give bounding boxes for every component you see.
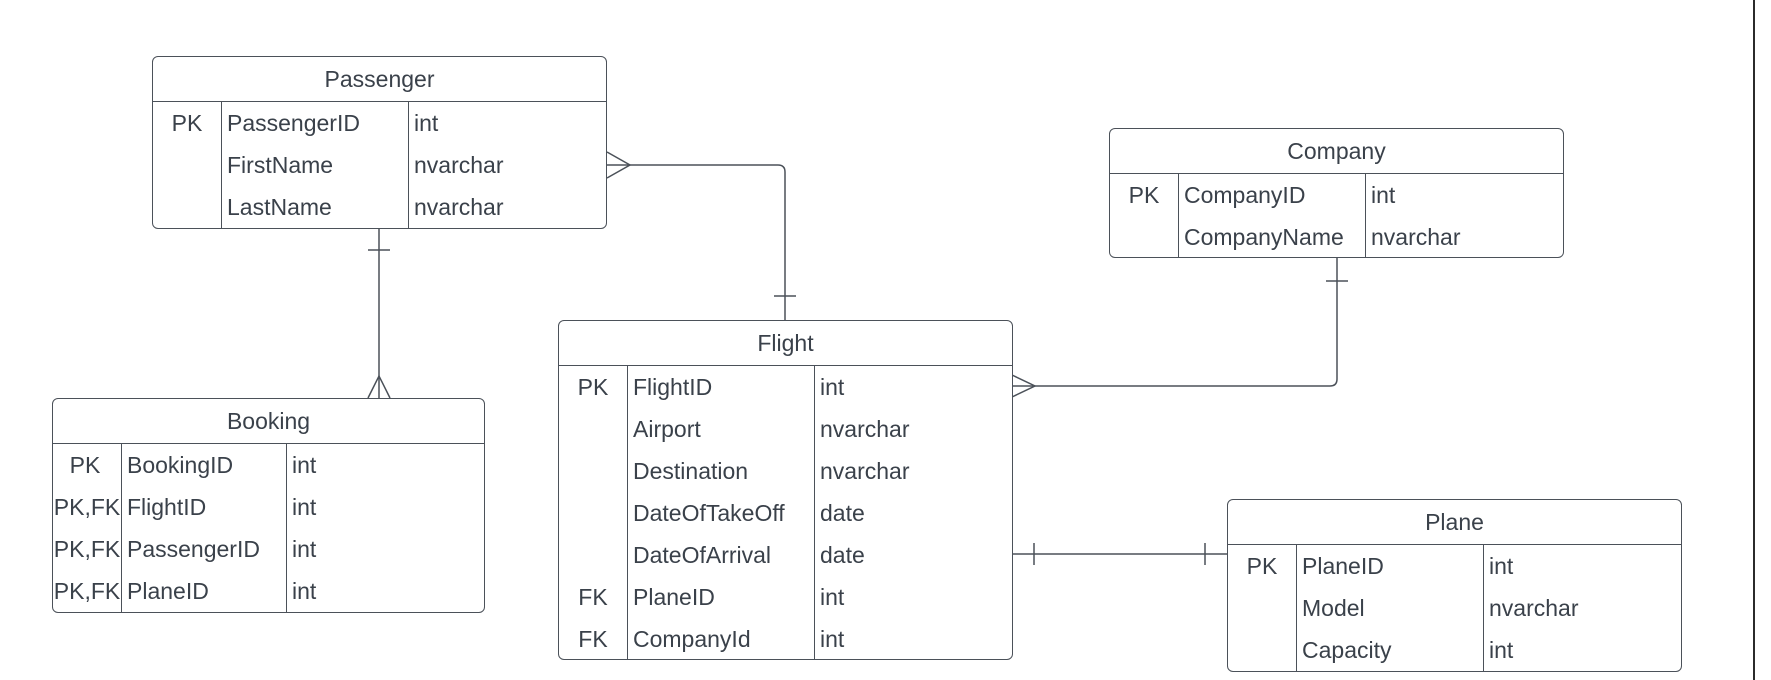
attribute-row: FirstName nvarchar [153, 144, 606, 186]
entity-body: PK BookingID int PK,FK FlightID int PK,F… [53, 444, 484, 612]
key-label: PK,FK [53, 578, 121, 604]
key-label: PK [1246, 553, 1278, 579]
attribute-type: int [292, 494, 317, 520]
attribute-name: PassengerID [127, 536, 260, 562]
attribute-name: FlightID [127, 494, 207, 520]
attribute-type: int [1489, 553, 1514, 579]
attribute-type: int [1489, 637, 1514, 663]
attribute-type: int [292, 578, 317, 604]
attribute-type: date [820, 542, 865, 568]
key-label: PK [69, 452, 101, 478]
attribute-name: CompanyID [1184, 182, 1306, 208]
canvas-right-edge [1753, 0, 1771, 680]
attribute-type: nvarchar [414, 152, 504, 178]
attribute-row: Capacity int [1228, 629, 1681, 671]
entity-booking[interactable]: Booking PK BookingID int PK,FK FlightID … [52, 398, 485, 613]
key-label: PK,FK [53, 536, 121, 562]
key-label [559, 408, 627, 450]
attribute-type: int [414, 110, 439, 136]
attribute-type: nvarchar [820, 458, 910, 484]
attribute-name: PlaneID [127, 578, 209, 604]
attribute-row: PK,FK PassengerID int [53, 528, 484, 570]
attribute-type: nvarchar [820, 416, 910, 442]
entity-body: PK FlightID int Airport nvarchar Destina… [559, 366, 1012, 659]
attribute-name: CompanyName [1184, 224, 1344, 250]
attribute-name: FlightID [633, 374, 713, 400]
key-label: PK [1128, 182, 1160, 208]
attribute-row: PK PassengerID int [153, 102, 606, 144]
attribute-type: date [820, 500, 865, 526]
attribute-row: FK PlaneID int [559, 576, 1012, 618]
key-label: FK [578, 626, 608, 652]
attribute-row: FK CompanyId int [559, 618, 1012, 659]
attribute-row: LastName nvarchar [153, 186, 606, 228]
attribute-name: BookingID [127, 452, 234, 478]
attribute-type: int [820, 374, 845, 400]
attribute-row: CompanyName nvarchar [1110, 216, 1563, 257]
attribute-type: int [292, 452, 317, 478]
entity-title: Booking [53, 399, 484, 444]
attribute-row: Destination nvarchar [559, 450, 1012, 492]
key-label: PK,FK [53, 494, 121, 520]
relationship-company-flight [1011, 257, 1348, 398]
attribute-name: Model [1302, 595, 1365, 621]
attribute-row: PK,FK FlightID int [53, 486, 484, 528]
attribute-type: int [820, 584, 845, 610]
entity-passenger[interactable]: Passenger PK PassengerID int FirstName n… [152, 56, 607, 229]
key-label: PK [577, 374, 609, 400]
attribute-type: int [820, 626, 845, 652]
attribute-name: DateOfTakeOff [633, 500, 785, 526]
key-label [1228, 587, 1296, 629]
entity-flight[interactable]: Flight PK FlightID int Airport nvarchar … [558, 320, 1013, 660]
attribute-type: nvarchar [1489, 595, 1579, 621]
attribute-name: FirstName [227, 152, 334, 178]
attribute-row: PK,FK PlaneID int [53, 570, 484, 612]
attribute-row: DateOfArrival date [559, 534, 1012, 576]
key-label [1110, 216, 1178, 257]
attribute-name: DateOfArrival [633, 542, 772, 568]
key-label [153, 186, 221, 228]
key-label [559, 492, 627, 534]
attribute-type: int [1371, 182, 1396, 208]
attribute-name: Airport [633, 416, 701, 442]
attribute-row: PK CompanyID int [1110, 174, 1563, 216]
entity-title: Company [1110, 129, 1563, 174]
attribute-name: Capacity [1302, 637, 1392, 663]
key-label: FK [578, 584, 608, 610]
entity-body: PK PlaneID int Model nvarchar Capacity i… [1228, 545, 1681, 671]
entity-body: PK PassengerID int FirstName nvarchar La… [153, 102, 606, 228]
attribute-name: CompanyId [633, 626, 751, 652]
relationship-flight-plane [1012, 543, 1227, 565]
attribute-type: int [292, 536, 317, 562]
attribute-type: nvarchar [1371, 224, 1461, 250]
relationship-passenger-booking [367, 229, 391, 399]
attribute-row: PK FlightID int [559, 366, 1012, 408]
attribute-row: PK BookingID int [53, 444, 484, 486]
entity-title: Passenger [153, 57, 606, 102]
entity-title: Flight [559, 321, 1012, 366]
attribute-row: Airport nvarchar [559, 408, 1012, 450]
entity-company[interactable]: Company PK CompanyID int CompanyName nva… [1109, 128, 1564, 258]
attribute-name: Destination [633, 458, 749, 484]
key-label: PK [171, 110, 203, 136]
attribute-name: PlaneID [1302, 553, 1384, 579]
entity-plane[interactable]: Plane PK PlaneID int Model nvarchar Capa… [1227, 499, 1682, 672]
attribute-row: DateOfTakeOff date [559, 492, 1012, 534]
attribute-name: LastName [227, 194, 332, 220]
key-label [559, 534, 627, 576]
key-label [559, 450, 627, 492]
entity-title: Plane [1228, 500, 1681, 545]
attribute-name: PlaneID [633, 584, 715, 610]
attribute-row: Model nvarchar [1228, 587, 1681, 629]
attribute-type: nvarchar [414, 194, 504, 220]
attribute-row: PK PlaneID int [1228, 545, 1681, 587]
attribute-name: PassengerID [227, 110, 360, 136]
relationship-passenger-flight [606, 151, 796, 320]
entity-body: PK CompanyID int CompanyName nvarchar [1110, 174, 1563, 257]
key-label [153, 144, 221, 186]
key-label [1228, 629, 1296, 671]
